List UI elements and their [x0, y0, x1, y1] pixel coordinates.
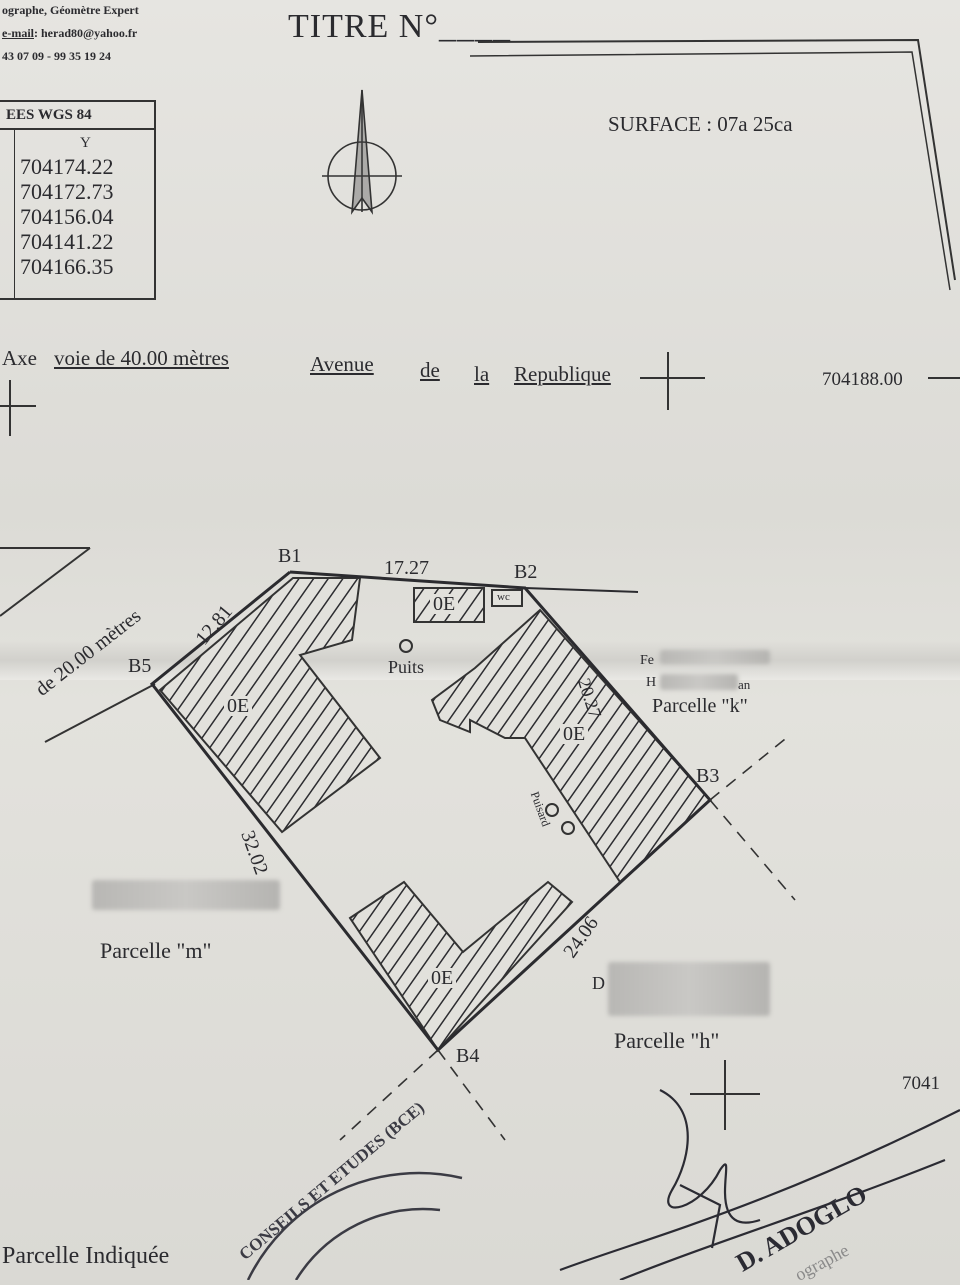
parcel-k-label: Parcelle "k" [652, 695, 748, 717]
header-line-2: e-mail: herad80@yahoo.fr [2, 27, 137, 39]
coordinates-table: EES WGS 84 Y 704174.22 704172.73 704156.… [0, 100, 156, 300]
marker-b1: B1 [278, 545, 302, 567]
redacted-name-k [660, 650, 770, 664]
wc-label: wc [497, 591, 510, 603]
neighbor-k-fragment-1: Fe [640, 653, 654, 668]
y-value: 704166.35 [20, 254, 114, 279]
easting-coordinate-bottom: 7041 [902, 1073, 940, 1094]
email-value: : herad80@yahoo.fr [34, 26, 138, 40]
marker-b4: B4 [456, 1045, 480, 1067]
header-line-3: 43 07 09 - 99 35 19 24 [2, 49, 111, 63]
frame-lines [469, 38, 956, 291]
neighbor-k-fragment-3: an [738, 677, 751, 692]
document-title: TITRE N°____ [288, 8, 511, 45]
signature-mark [559, 1089, 960, 1280]
building-label-top: 0E [430, 594, 459, 614]
y-value: 704141.22 [20, 229, 114, 254]
building-label-left: 0E [224, 696, 253, 716]
y-values: 704174.22 704172.73 704156.04 704141.22 … [20, 154, 114, 279]
marker-b2: B2 [514, 561, 538, 583]
parcel-indicated-label: Parcelle Indiquée [2, 1243, 170, 1269]
building-northwest [158, 577, 382, 834]
y-value: 704172.73 [20, 179, 114, 204]
neighbor-k-fragment-2: H [646, 675, 657, 690]
edge-length-b1-b2: 17.27 [384, 557, 429, 579]
coordinates-system-label: EES WGS 84 [6, 107, 92, 123]
header-line-1: ographe, Géomètre Expert [2, 3, 139, 17]
redacted-name-h [608, 962, 770, 1016]
side-road-lines [0, 547, 156, 743]
coordinates-table-header-row: EES WGS 84 [0, 102, 154, 130]
road-axis-word-5: la [474, 362, 490, 386]
road-axis-word-3: Avenue [310, 352, 374, 376]
y-value: 704174.22 [20, 154, 114, 179]
building-south [348, 880, 574, 1052]
easting-coordinate-top: 704188.00 [822, 369, 903, 390]
redacted-name-m [92, 880, 280, 910]
road-axis-word-2: voie de 40.00 mètres [54, 346, 229, 370]
hatched-buildings [158, 577, 712, 1052]
dashed-neighbor-lines [339, 734, 796, 1141]
building-label-right: 0E [560, 724, 589, 744]
well-icon [399, 639, 413, 653]
y-column-header: Y [80, 135, 91, 151]
neighbor-h-fragment: D [592, 973, 605, 993]
puisard-icon [545, 803, 575, 835]
table-divider [14, 128, 15, 298]
road-axis-word-4: de [420, 358, 440, 382]
email-label: e-mail [2, 26, 34, 40]
parcel-h-label: Parcelle "h" [614, 1028, 720, 1053]
marker-b3: B3 [696, 765, 720, 787]
parcel-m-label: Parcelle "m" [100, 938, 212, 963]
north-arrow-icon [322, 89, 402, 215]
parcel-boundary [149, 570, 713, 1053]
road-axis-word-6: Republique [514, 362, 611, 386]
official-stamp [246, 1171, 463, 1280]
surface-area: SURFACE : 07a 25ca [608, 112, 793, 136]
redacted-surname-k [660, 674, 738, 690]
y-value: 704156.04 [20, 204, 114, 229]
well-label: Puits [388, 657, 425, 677]
building-label-bottom: 0E [428, 968, 457, 988]
road-axis-word-1: Axe [2, 346, 37, 370]
marker-b5: B5 [128, 655, 152, 677]
grid-cross-markers [0, 352, 960, 1130]
